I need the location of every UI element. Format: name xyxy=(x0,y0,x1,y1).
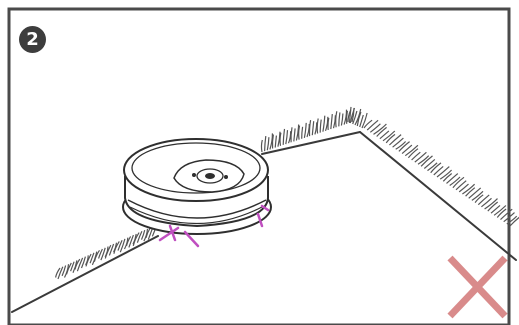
step-number-badge: 2 xyxy=(19,26,46,53)
cross-mark-icon xyxy=(447,255,508,319)
carpet-fringe xyxy=(55,106,519,280)
floor-edge xyxy=(11,131,517,313)
side-brushes xyxy=(158,204,270,248)
frame-border xyxy=(7,7,511,325)
robot-vacuum-icon xyxy=(122,138,272,248)
